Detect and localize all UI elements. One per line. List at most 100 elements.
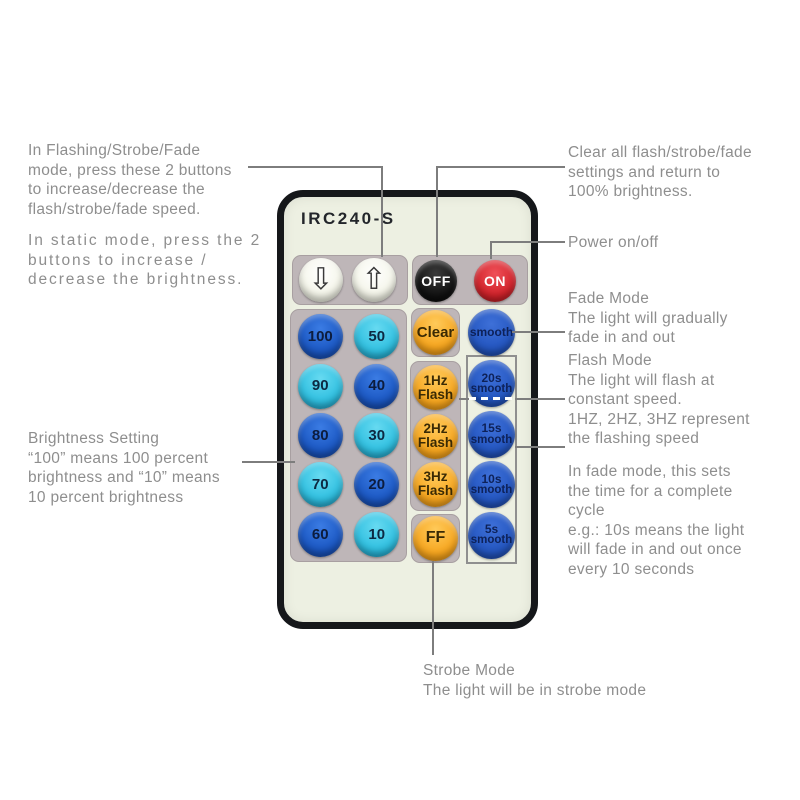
ff-button[interactable]: FF <box>413 516 458 561</box>
clear-connector-line <box>437 166 565 168</box>
flash-1hz-button[interactable]: 1Hz Flash <box>413 365 458 411</box>
off-button-label: OFF <box>421 272 451 289</box>
button-label: 10 <box>368 525 386 543</box>
brightness-connector-line <box>242 461 295 463</box>
button-label: Flash <box>417 483 454 499</box>
button-label: smooth <box>470 483 513 496</box>
button-label: 2Hz <box>423 421 448 437</box>
text-line: e.g.: 10s means the light <box>568 521 745 539</box>
button-label: 70 <box>311 476 329 494</box>
power-connector-line <box>490 241 492 259</box>
speed-connector-line <box>248 166 382 168</box>
brightness-button-pad: 100 50 90 40 80 30 70 20 60 10 <box>290 309 407 562</box>
button-label: smooth <box>470 433 513 446</box>
smooth-button[interactable]: smooth <box>468 309 515 356</box>
text-line: buttons to increase / <box>28 251 208 269</box>
button-label: 20 <box>368 476 386 494</box>
text-line: Brightness Setting <box>28 430 160 447</box>
button-label: smooth <box>470 534 513 547</box>
annotation-brightness: Brightness Setting “100” means 100 perce… <box>28 429 220 507</box>
flash-3hz-button[interactable]: 3Hz Flash <box>413 461 458 507</box>
text-line: 1HZ, 2HZ, 3HZ represent <box>568 410 750 428</box>
speed-up-button[interactable]: ⇧ <box>352 258 396 302</box>
power-button-pad: OFF ON <box>412 255 528 305</box>
flash-connector-dashes <box>469 397 515 400</box>
strobe-connector-line <box>432 561 434 655</box>
text-line: Strobe Mode <box>423 662 516 679</box>
annotation-power: Power on/off <box>568 233 658 253</box>
smooth-10s-button[interactable]: 10s smooth <box>468 461 515 509</box>
button-label: 40 <box>368 377 386 395</box>
smooth-15s-button[interactable]: 15s smooth <box>468 410 515 458</box>
text-line: will fade in and out once <box>568 541 742 558</box>
brightness-button-30[interactable]: 30 <box>354 412 400 458</box>
up-arrow-icon: ⇧ <box>361 262 387 297</box>
text-line: Flash Mode <box>568 352 652 369</box>
text-line: Fade Mode <box>568 290 650 307</box>
text-line: mode, press these 2 buttons <box>28 161 232 179</box>
text-line: cycle <box>568 502 605 519</box>
button-label: 5s <box>484 522 499 537</box>
button-label: 20s <box>481 370 502 385</box>
brightness-button-50[interactable]: 50 <box>354 314 400 360</box>
text-line: The light will be in strobe mode <box>423 681 647 699</box>
brightness-button-20[interactable]: 20 <box>354 462 400 508</box>
text-line: settings and return to <box>568 163 721 181</box>
on-button-label: ON <box>484 272 506 289</box>
button-label: 60 <box>311 525 329 543</box>
text-line: Clear all flash/strobe/fade <box>568 144 752 161</box>
power-connector-line <box>491 241 565 243</box>
ff-button-pad: FF <box>411 514 460 563</box>
text-line: The light will flash at <box>568 371 715 389</box>
button-label: 15s <box>481 421 502 436</box>
text-line: 10 percent brightness <box>28 488 184 506</box>
text-line: 100% brightness. <box>568 183 693 200</box>
text-line: to increase/decrease the <box>28 181 205 198</box>
text-line: “100” means 100 percent <box>28 449 209 467</box>
annotation-strobe-mode: Strobe Mode The light will be in strobe … <box>423 661 646 700</box>
button-label: 90 <box>311 377 329 395</box>
text-line: In Flashing/Strobe/Fade <box>28 142 201 159</box>
fade-connector-line <box>512 331 565 333</box>
button-label: 3Hz <box>423 469 448 485</box>
button-label: 10s <box>481 471 502 486</box>
text-line: constant speed. <box>568 391 682 408</box>
text-line: the time for a complete <box>568 482 733 500</box>
smooth-20s-button[interactable]: 20s smooth <box>468 360 515 408</box>
text-line: In fade mode, this sets <box>568 463 731 480</box>
speed-down-button[interactable]: ⇩ <box>299 258 343 302</box>
smooth-5s-button[interactable]: 5s smooth <box>468 511 515 559</box>
annotation-static-mode: In static mode, press the 2 buttons to i… <box>28 231 261 290</box>
annotation-flash-mode: Flash Mode The light will flash at const… <box>568 351 750 449</box>
text-line: Power on/off <box>568 234 659 251</box>
brightness-button-70[interactable]: 70 <box>297 462 343 508</box>
text-line: In static mode, press the 2 <box>28 232 262 249</box>
off-button[interactable]: OFF <box>415 260 457 302</box>
button-label: 30 <box>368 426 386 444</box>
brightness-button-40[interactable]: 40 <box>354 363 400 409</box>
speed-connector-line <box>381 166 383 257</box>
brightness-button-10[interactable]: 10 <box>354 511 400 557</box>
flash-2hz-button[interactable]: 2Hz Flash <box>413 413 458 459</box>
annotation-fade-mode: Fade Mode The light will gradually fade … <box>568 289 728 348</box>
brightness-button-80[interactable]: 80 <box>297 412 343 458</box>
button-label: 1Hz <box>423 372 448 388</box>
text-line: The light will gradually <box>568 309 728 327</box>
smooth-group-outline: 20s smooth 15s smooth 10s smooth 5s smoo… <box>466 355 517 564</box>
clear-button[interactable]: Clear <box>413 310 458 355</box>
flash-connector-line <box>459 398 469 400</box>
fade-time-connector-line <box>515 446 565 448</box>
brightness-button-60[interactable]: 60 <box>297 511 343 557</box>
brightness-button-90[interactable]: 90 <box>297 363 343 409</box>
clear-connector-line <box>436 166 438 257</box>
on-button[interactable]: ON <box>474 260 516 302</box>
annotation-clear: Clear all flash/strobe/fade settings and… <box>568 143 752 202</box>
button-label: smooth <box>470 383 513 396</box>
brightness-button-100[interactable]: 100 <box>297 314 343 360</box>
clear-button-label: Clear <box>416 323 455 341</box>
down-arrow-icon: ⇩ <box>308 262 334 297</box>
arrow-button-pad: ⇩ ⇧ <box>292 255 408 305</box>
text-line: decrease the brightness. <box>28 271 244 288</box>
button-label: 80 <box>311 426 329 444</box>
